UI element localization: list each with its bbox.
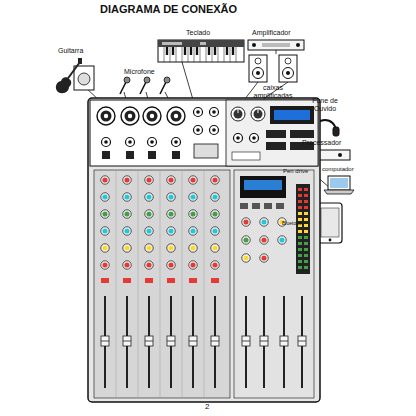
device-label: Guitarra <box>58 47 83 55</box>
mixer-body <box>88 98 320 402</box>
device-label: Bluetooth <box>282 221 303 227</box>
amplifier-icon <box>248 40 304 50</box>
laptop-icon <box>324 176 354 194</box>
microphone-icons <box>120 77 170 94</box>
device-label: Teclado <box>186 29 210 37</box>
page-number: 2 <box>205 403 209 412</box>
device-label: Pen drive <box>283 168 308 175</box>
device-label: Amplificador <box>252 29 291 37</box>
device-label: computador <box>322 166 354 173</box>
device-label: Fone de Ouvido <box>304 97 346 112</box>
speaker-icons <box>249 55 297 82</box>
device-label: Microfone <box>124 68 155 76</box>
master-section <box>234 170 314 398</box>
phone-icon <box>318 203 342 243</box>
page-title: DIAGRAMA DE CONEXÃO <box>100 3 237 15</box>
channel-strips <box>94 170 230 398</box>
device-label: Processador <box>302 139 341 147</box>
keyboard-icon <box>158 40 244 62</box>
device-label: caixas amplificadas <box>246 84 300 99</box>
guitar-icon <box>56 58 94 93</box>
